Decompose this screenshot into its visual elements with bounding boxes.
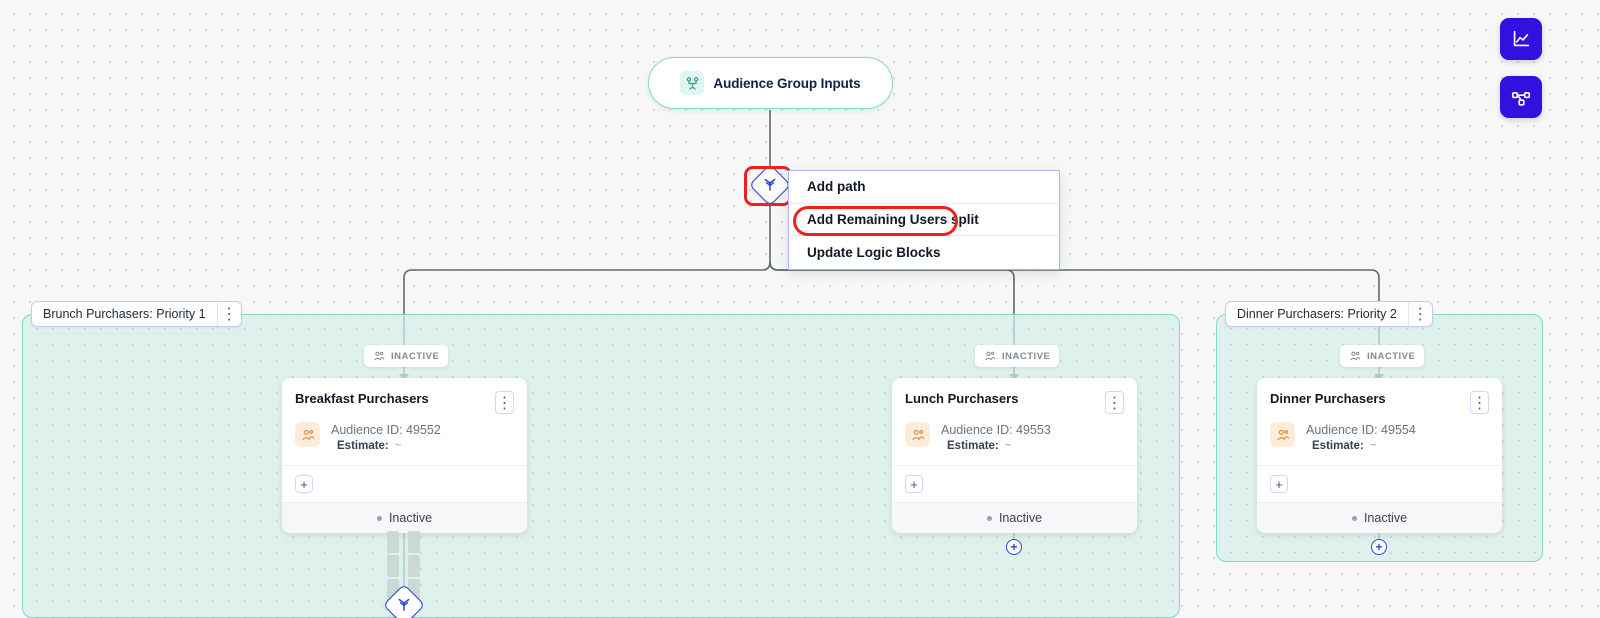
card-kebab-button[interactable]: ⋮ bbox=[1105, 391, 1124, 414]
card-status-label: Inactive bbox=[1363, 511, 1408, 525]
audience-group-inputs-label: Audience Group Inputs bbox=[713, 75, 861, 91]
group-label-dinner[interactable]: Dinner Purchasers: Priority 2 ⋮ bbox=[1225, 301, 1433, 327]
estimate-value: ~ bbox=[394, 440, 402, 452]
card-title: Lunch Purchasers bbox=[905, 391, 1019, 406]
add-step-button-lunch[interactable]: + bbox=[1006, 539, 1022, 555]
status-dot bbox=[376, 515, 382, 521]
card-lunch-purchasers[interactable]: Lunch Purchasers ⋮ Audience ID: 49553 Es… bbox=[892, 378, 1137, 533]
audience-id-label: Audience ID: 49553 bbox=[941, 423, 1051, 437]
audience-group-inputs-node[interactable]: Audience Group Inputs bbox=[648, 57, 893, 109]
group-label-text: Brunch Purchasers: Priority 1 bbox=[43, 307, 206, 321]
placeholder-block bbox=[387, 531, 399, 553]
audience-id-label: Audience ID: 49552 bbox=[331, 423, 441, 437]
inactive-badge-label: INACTIVE bbox=[391, 350, 440, 362]
estimate-label: Estimate: bbox=[947, 440, 999, 452]
audience-icon bbox=[374, 351, 385, 361]
card-status: Inactive bbox=[892, 503, 1137, 533]
card-title: Dinner Purchasers bbox=[1270, 391, 1386, 406]
card-kebab-button[interactable]: ⋮ bbox=[1470, 391, 1489, 414]
status-dot bbox=[986, 515, 992, 521]
estimate-row: Estimate: ~ bbox=[941, 440, 1051, 452]
add-step-button-dinner[interactable]: + bbox=[1371, 539, 1387, 555]
menu-item-add-remaining-users-split[interactable]: Add Remaining Users split bbox=[789, 204, 1059, 236]
card-header: Breakfast Purchasers ⋮ bbox=[282, 378, 527, 414]
placeholder-block bbox=[408, 531, 420, 553]
group-label-brunch[interactable]: Brunch Purchasers: Priority 1 ⋮ bbox=[31, 301, 242, 327]
card-status-label: Inactive bbox=[998, 511, 1043, 525]
estimate-row: Estimate: ~ bbox=[331, 440, 441, 452]
inactive-badge-label: INACTIVE bbox=[1002, 350, 1051, 362]
card-add-button[interactable]: + bbox=[295, 475, 313, 493]
status-dot bbox=[1351, 515, 1357, 521]
estimate-label: Estimate: bbox=[337, 440, 389, 452]
card-add-button[interactable]: + bbox=[905, 475, 923, 493]
estimate-label: Estimate: bbox=[1312, 440, 1364, 452]
placeholder-block bbox=[408, 555, 420, 577]
card-breakfast-purchasers[interactable]: Breakfast Purchasers ⋮ Audience ID: 4955… bbox=[282, 378, 527, 533]
card-status: Inactive bbox=[1257, 503, 1502, 533]
split-context-menu[interactable]: Add path Add Remaining Users split Updat… bbox=[788, 170, 1060, 270]
analytics-chart-icon bbox=[1513, 30, 1530, 47]
inactive-badge-lunch: INACTIVE bbox=[975, 345, 1060, 367]
card-actions: + bbox=[282, 466, 527, 503]
audience-icon bbox=[905, 422, 930, 447]
split-node[interactable] bbox=[748, 163, 792, 207]
estimate-value: ~ bbox=[1369, 440, 1377, 452]
card-header: Dinner Purchasers ⋮ bbox=[1257, 378, 1502, 414]
card-body: Audience ID: 49552 Estimate: ~ bbox=[282, 414, 527, 466]
inactive-badge-breakfast: INACTIVE bbox=[364, 345, 449, 367]
card-add-button[interactable]: + bbox=[1270, 475, 1288, 493]
card-kebab-button[interactable]: ⋮ bbox=[495, 391, 514, 414]
card-body: Audience ID: 49554 Estimate: ~ bbox=[1257, 414, 1502, 466]
group-label-text: Dinner Purchasers: Priority 2 bbox=[1237, 307, 1397, 321]
placeholder-block bbox=[387, 555, 399, 577]
node-graph-icon bbox=[1511, 92, 1531, 106]
card-title: Breakfast Purchasers bbox=[295, 391, 429, 406]
audience-icon bbox=[1350, 351, 1361, 361]
menu-item-add-path[interactable]: Add path bbox=[789, 171, 1059, 204]
group-kebab-icon[interactable]: ⋮ bbox=[216, 302, 241, 326]
card-header: Lunch Purchasers ⋮ bbox=[892, 378, 1137, 414]
estimate-row: Estimate: ~ bbox=[1306, 440, 1416, 452]
audience-icon bbox=[1270, 422, 1295, 447]
audience-group-icon bbox=[680, 71, 705, 95]
card-status-label: Inactive bbox=[388, 511, 433, 525]
group-kebab-icon[interactable]: ⋮ bbox=[1407, 302, 1432, 326]
split-node-lower[interactable] bbox=[382, 583, 426, 618]
inactive-badge-dinner: INACTIVE bbox=[1340, 345, 1425, 367]
audience-icon bbox=[295, 422, 320, 447]
analytics-button[interactable] bbox=[1500, 18, 1542, 60]
menu-item-update-logic-blocks[interactable]: Update Logic Blocks bbox=[807, 244, 941, 260]
inactive-badge-label: INACTIVE bbox=[1367, 350, 1416, 362]
flow-graph-button[interactable] bbox=[1500, 76, 1542, 118]
card-actions: + bbox=[892, 466, 1137, 503]
estimate-value: ~ bbox=[1004, 440, 1012, 452]
card-status: Inactive bbox=[282, 503, 527, 533]
card-body: Audience ID: 49553 Estimate: ~ bbox=[892, 414, 1137, 466]
card-actions: + bbox=[1257, 466, 1502, 503]
audience-id-label: Audience ID: 49554 bbox=[1306, 423, 1416, 437]
audience-icon bbox=[985, 351, 996, 361]
card-dinner-purchasers[interactable]: Dinner Purchasers ⋮ Audience ID: 49554 E… bbox=[1257, 378, 1502, 533]
